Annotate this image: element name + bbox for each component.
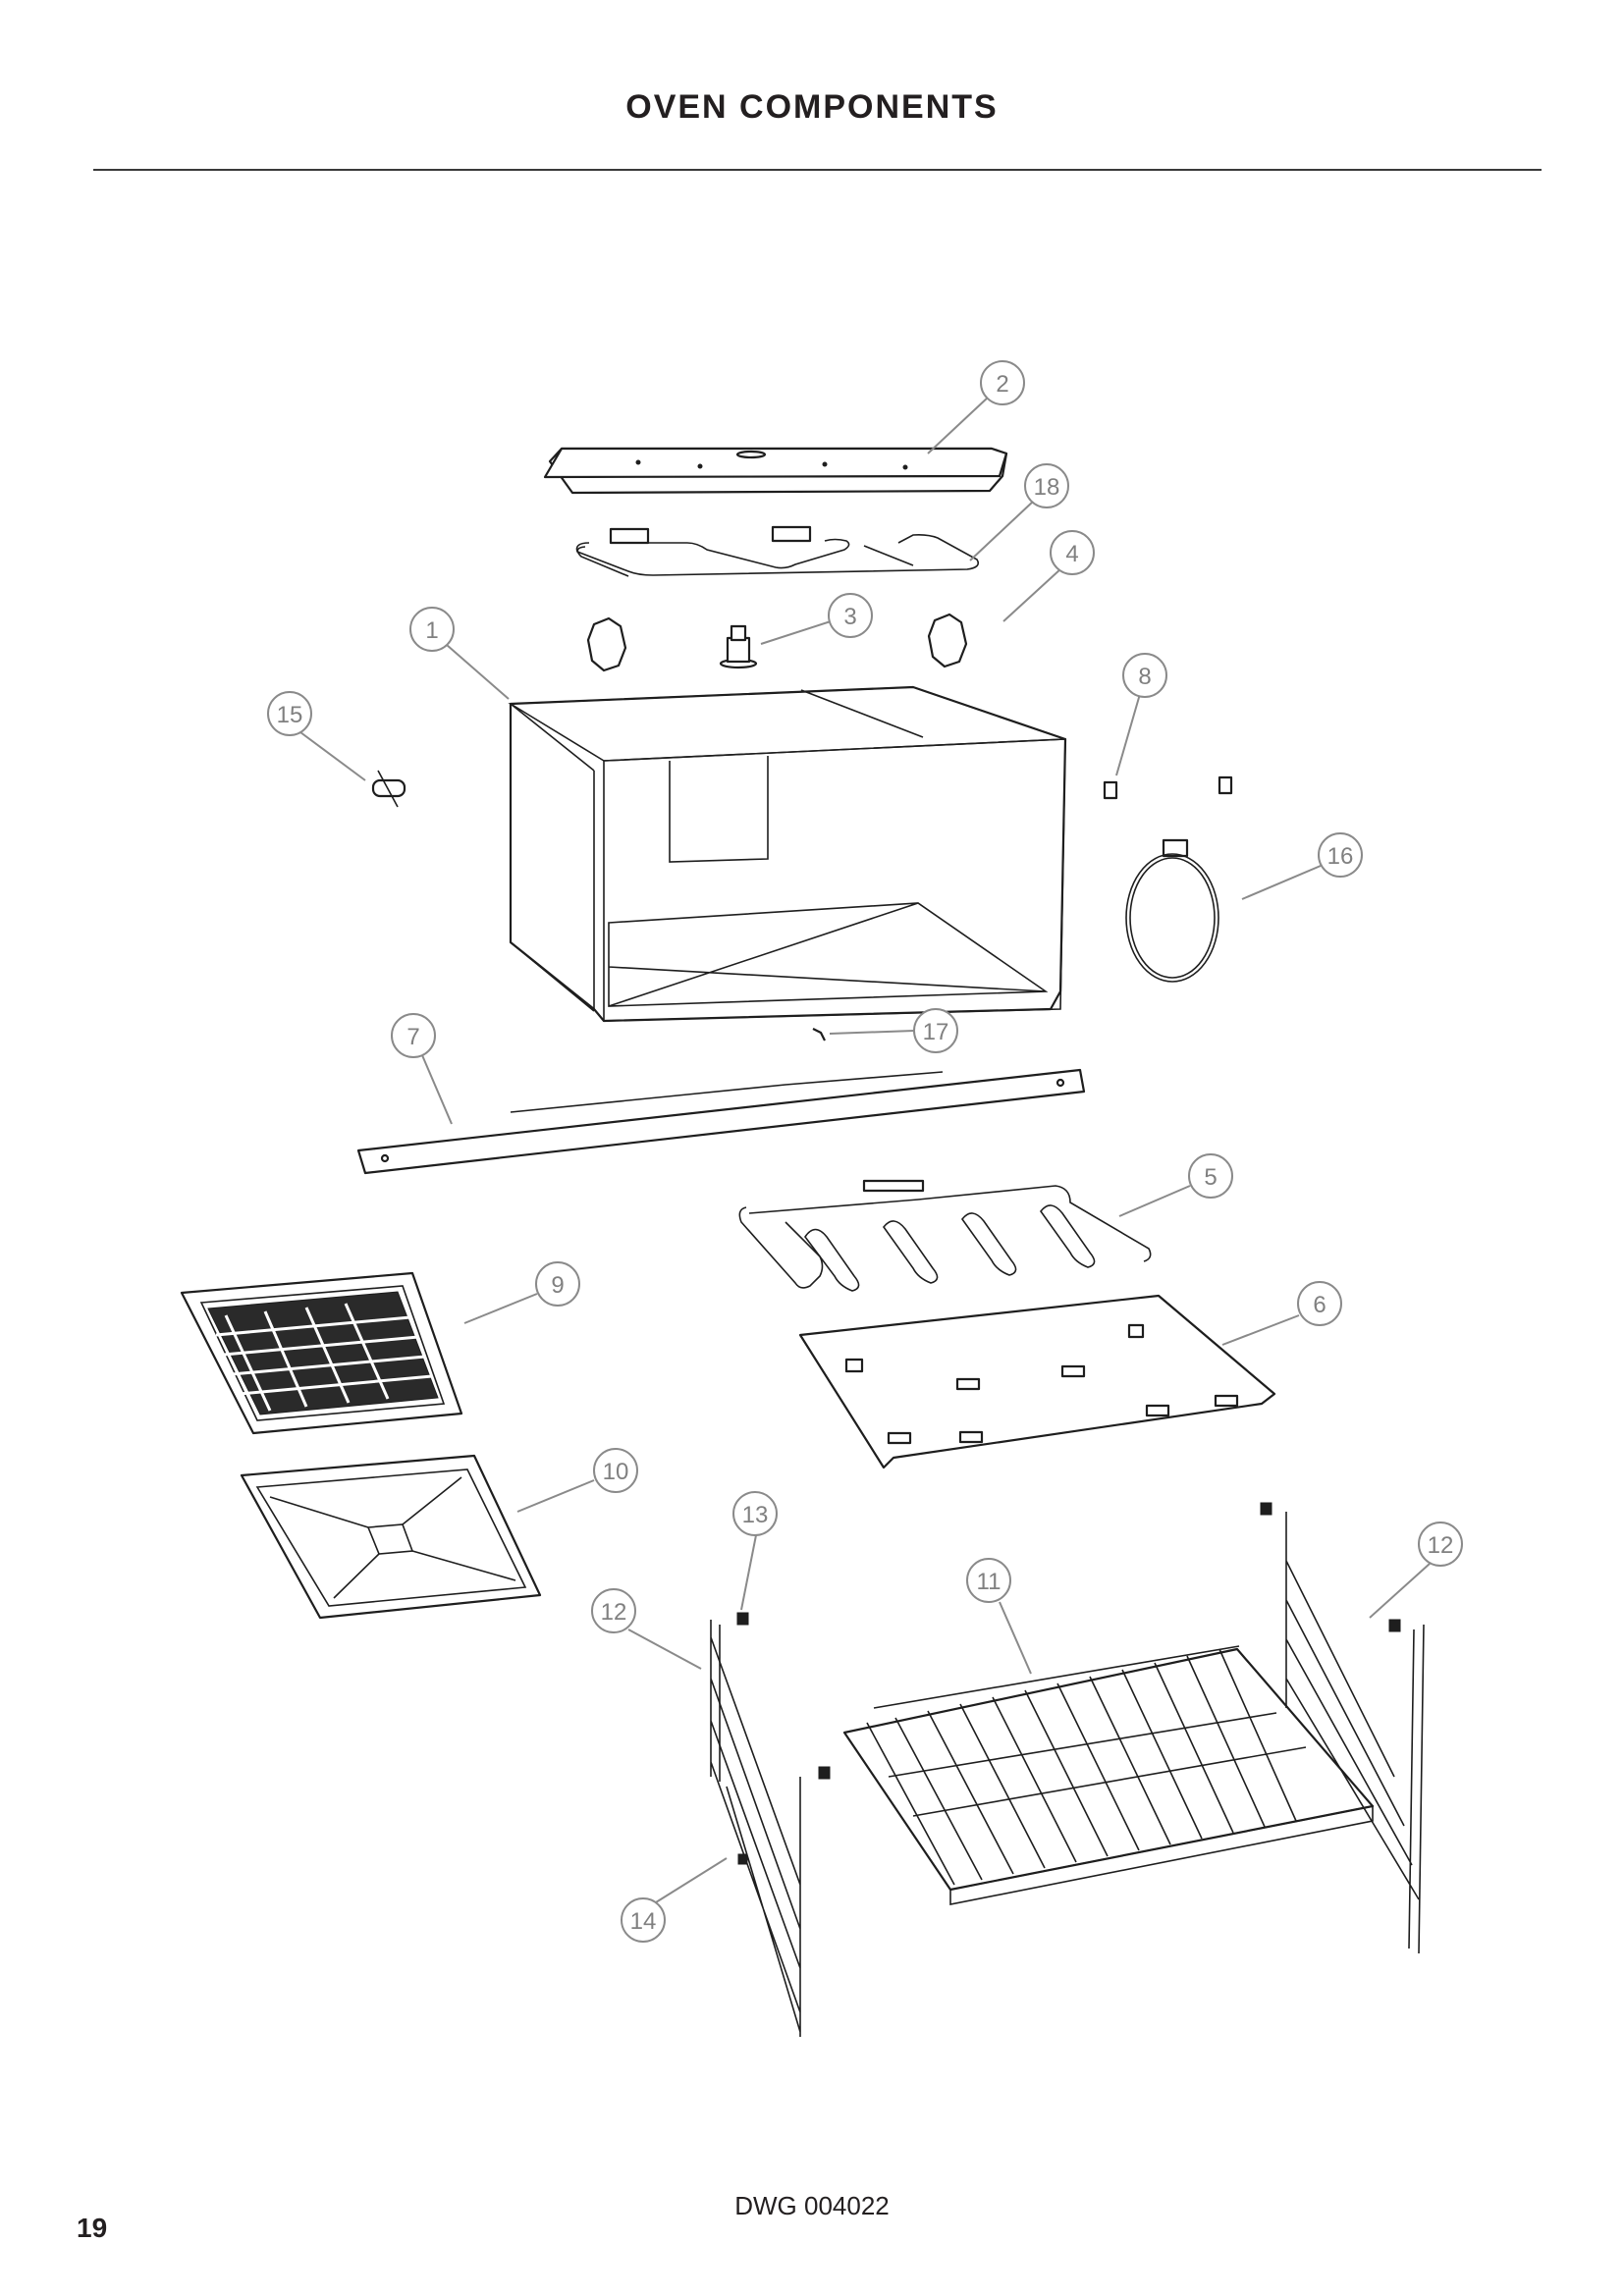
svg-text:11: 11 [977, 1569, 1001, 1595]
part-light-covers [586, 613, 968, 672]
part-oven-cavity [508, 685, 1067, 1023]
page-number: 19 [77, 2213, 108, 2243]
part-clips [1103, 775, 1233, 800]
callout-2: 2 [980, 360, 1025, 405]
callout-4: 4 [1050, 530, 1095, 575]
svg-text:9: 9 [551, 1272, 564, 1299]
svg-text:5: 5 [1204, 1164, 1217, 1191]
callout-12-left: 12 [591, 1588, 636, 1633]
part-grill-pan [240, 1454, 542, 1620]
part-bottom-element [738, 1179, 1152, 1292]
drawing-number: DWG 004022 [734, 2191, 890, 2220]
svg-text:16: 16 [1327, 843, 1354, 870]
part-fan-element [1125, 838, 1219, 983]
callout-15: 15 [267, 691, 312, 736]
svg-text:10: 10 [603, 1459, 629, 1485]
page-title: OVEN COMPONENTS [625, 88, 999, 126]
callout-7: 7 [391, 1013, 436, 1058]
svg-text:12: 12 [1428, 1532, 1454, 1559]
svg-text:14: 14 [630, 1908, 657, 1935]
part-shelf-runner-right [1285, 1512, 1425, 1954]
svg-text:13: 13 [742, 1502, 769, 1528]
svg-text:15: 15 [277, 702, 303, 728]
callout-11: 11 [966, 1558, 1011, 1603]
part-top-cover-plate [543, 447, 1008, 495]
part-thermostat-bracket [371, 770, 406, 808]
svg-text:4: 4 [1065, 541, 1078, 567]
part-oven-shelf [842, 1645, 1375, 1905]
callout-1: 1 [409, 607, 455, 652]
callout-16: 16 [1318, 832, 1363, 878]
svg-text:18: 18 [1034, 474, 1060, 501]
svg-text:1: 1 [425, 617, 438, 644]
callout-17: 17 [913, 1008, 958, 1053]
callout-14: 14 [621, 1897, 666, 1943]
callout-10: 10 [593, 1448, 638, 1493]
part-shelf-runner-left [710, 1620, 801, 2037]
callout-6: 6 [1297, 1281, 1342, 1326]
callout-3: 3 [828, 593, 873, 638]
part-runner-bolts [736, 1502, 1401, 1865]
part-element-cover-plate [798, 1294, 1276, 1469]
part-front-trim-strip [356, 1068, 1086, 1175]
svg-text:6: 6 [1313, 1292, 1326, 1318]
callout-13: 13 [732, 1491, 778, 1536]
callout-9: 9 [535, 1261, 580, 1307]
svg-text:3: 3 [843, 604, 856, 630]
callout-18: 18 [1024, 463, 1069, 508]
svg-text:7: 7 [406, 1024, 419, 1050]
callouts: 1 2 3 4 5 6 7 8 9 10 11 12 12 13 14 15 1… [267, 360, 1463, 1943]
svg-text:2: 2 [996, 371, 1008, 398]
part-spring-clip [812, 1028, 826, 1041]
leader-lines [299, 396, 1431, 1903]
part-grill-rack-insert [180, 1271, 463, 1435]
callout-12-right: 12 [1418, 1522, 1463, 1567]
callout-5: 5 [1188, 1153, 1233, 1199]
title-divider [93, 169, 1542, 171]
svg-text:8: 8 [1138, 664, 1151, 690]
svg-text:17: 17 [923, 1019, 949, 1045]
part-vent-spigot [719, 624, 758, 669]
callout-8: 8 [1122, 653, 1167, 698]
part-grill-element [575, 525, 980, 577]
svg-text:12: 12 [601, 1599, 627, 1626]
